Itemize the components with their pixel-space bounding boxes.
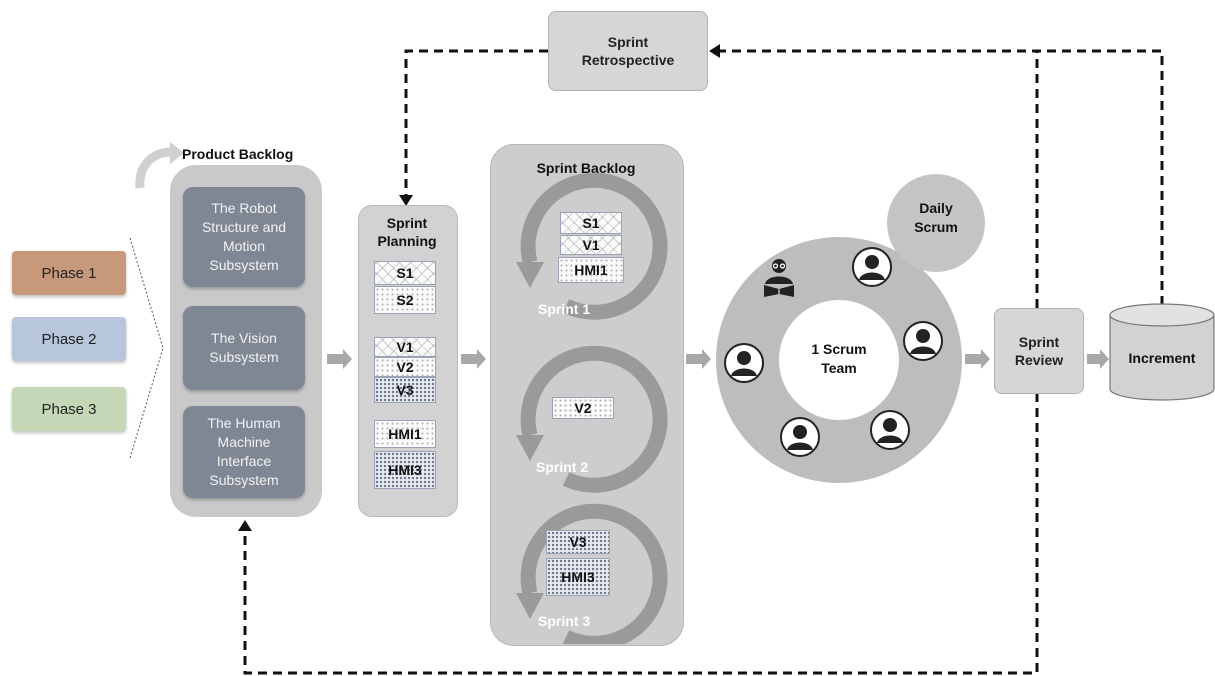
team-member-avatar xyxy=(780,417,820,457)
increment-label: Increment xyxy=(1128,350,1196,366)
team-member-avatar xyxy=(852,247,892,287)
sprint-3-arrowhead xyxy=(516,593,544,619)
sprint-2-cycle xyxy=(520,345,668,493)
planning-item-v1: V1 xyxy=(374,337,436,357)
team-member-avatar xyxy=(724,343,764,383)
sprint-1-label: Sprint 1 xyxy=(538,301,591,317)
sprint-backlog-title: Sprint Backlog xyxy=(536,160,636,176)
planning-item-v3: V3 xyxy=(374,377,436,403)
retro-to-planning-arrowhead xyxy=(399,195,413,206)
flow-arrow-2 xyxy=(461,349,486,369)
product-backlog-title: Product Backlog xyxy=(182,146,294,162)
sprint-1-cycle xyxy=(520,172,668,320)
backlog-item-robot-structure: The Robot Structure and Motion Subsystem xyxy=(183,187,305,287)
flow-arrow-1 xyxy=(327,349,352,369)
sprint-1-arrowhead xyxy=(516,262,544,288)
planning-item-hmi3: HMI3 xyxy=(374,451,436,489)
phase-fan-bottom xyxy=(129,347,164,459)
sprint-1-item-s1: S1 xyxy=(560,212,622,234)
sprint-review-box: Sprint Review xyxy=(994,308,1084,394)
team-member-avatar xyxy=(870,410,910,450)
sprint-retrospective-box: Sprint Retrospective xyxy=(548,11,708,91)
sprint-2-label: Sprint 2 xyxy=(536,459,589,475)
sprint-1-item-v1: V1 xyxy=(560,235,622,255)
reader-icon xyxy=(764,259,794,297)
review-to-backlog-arrowhead xyxy=(238,520,252,531)
sprint-3-item-hmi3: HMI3 xyxy=(546,558,610,596)
flow-arrow-3 xyxy=(686,349,711,369)
scrum-team-center xyxy=(779,300,899,420)
daily-scrum-circle xyxy=(887,174,985,272)
sprint-2-arrowhead xyxy=(516,435,544,461)
phase-1: Phase 1 xyxy=(12,251,126,295)
planning-item-hmi1: HMI1 xyxy=(374,420,436,448)
person-icon xyxy=(910,329,936,354)
phase-fan-top xyxy=(129,237,164,349)
planning-item-v2: V2 xyxy=(374,357,436,377)
sprint-cycles xyxy=(516,172,668,644)
review-to-backlog-line xyxy=(243,393,1039,675)
sprint-3-cycle xyxy=(520,503,668,644)
flow-arrow-4 xyxy=(965,349,990,369)
person-icon xyxy=(859,255,885,280)
planning-item-s1: S1 xyxy=(374,261,436,285)
sprint-3-item-v3: V3 xyxy=(546,530,610,554)
phase-2: Phase 2 xyxy=(12,317,126,361)
scrum-team-label: 1 Scrum Team xyxy=(811,341,867,376)
to-retro-arrowhead xyxy=(709,44,720,58)
sprint-2-item-v2: V2 xyxy=(552,397,614,419)
planning-item-s2: S2 xyxy=(374,286,436,314)
backlog-refresh-icon xyxy=(135,147,173,189)
flow-arrow-5 xyxy=(1087,349,1109,369)
increment-cylinder xyxy=(1109,303,1215,401)
sprint-1-item-hmi1: HMI1 xyxy=(558,257,624,283)
daily-scrum-label: Daily Scrum xyxy=(914,200,958,235)
retro-to-planning-line xyxy=(404,49,548,196)
backlog-refresh-arrowhead xyxy=(170,142,184,164)
flow-arrows xyxy=(327,349,1109,369)
team-member-avatar xyxy=(903,321,943,361)
phase-3: Phase 3 xyxy=(12,387,126,431)
backlog-item-hmi: The Human Machine Interface Subsystem xyxy=(183,406,305,498)
sprint-3-label: Sprint 3 xyxy=(538,613,591,629)
person-icon xyxy=(877,418,903,443)
person-icon xyxy=(731,351,757,376)
backlog-item-vision: The Vision Subsystem xyxy=(183,306,305,390)
person-icon xyxy=(787,425,813,450)
sprint-planning-title: Sprint Planning xyxy=(377,215,437,249)
